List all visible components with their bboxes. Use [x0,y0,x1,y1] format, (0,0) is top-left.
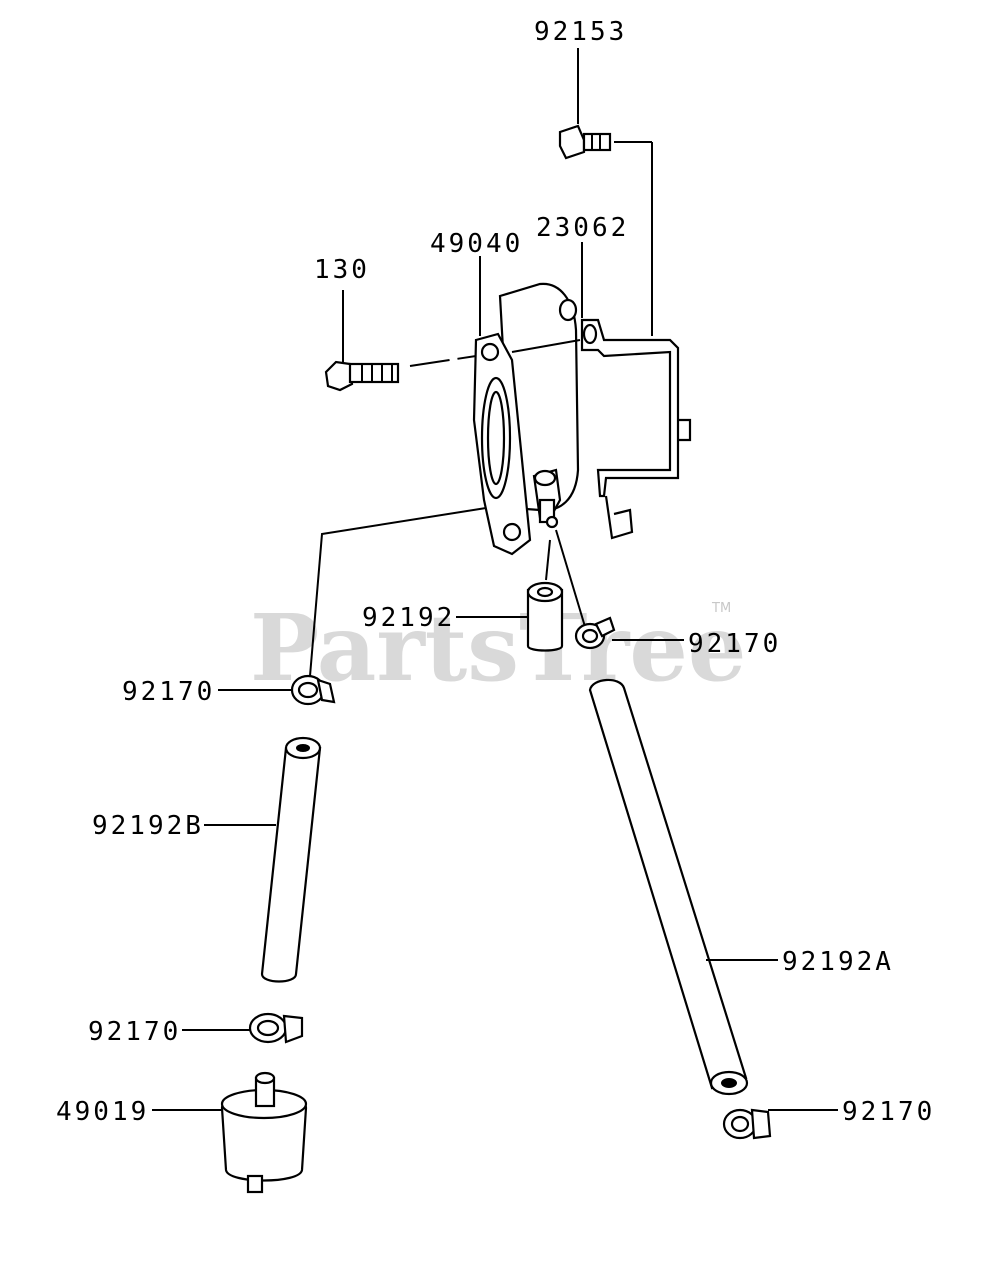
watermark-tm: TM [711,601,731,616]
part-92170-clamp-left[interactable] [290,674,336,706]
part-92170-clamp-right[interactable] [722,1108,772,1140]
part-130-bolt[interactable] [324,360,400,392]
part-92170-clamp-mid[interactable] [574,616,616,650]
label-49040: 49040 [430,229,523,259]
part-49019-fuel-filter[interactable] [220,1071,308,1194]
label-92192B: 92192B [92,811,204,841]
part-92192B-hose[interactable] [260,736,322,983]
part-92192-short-hose[interactable] [526,581,564,652]
label-92170-right: 92170 [842,1097,935,1127]
label-92170-left: 92170 [122,677,215,707]
assembly-line-right [555,529,587,631]
label-92153: 92153 [534,17,627,47]
part-92153-bolt[interactable] [558,124,612,160]
part-23062-bracket[interactable] [580,318,692,540]
label-92192A: 92192A [782,947,894,977]
label-92192: 92192 [362,603,455,633]
part-92170-clamp-lower[interactable] [248,1012,304,1044]
label-92170-lower: 92170 [88,1017,181,1047]
assembly-line-short-hose [545,539,551,581]
assembly-line-130 [409,355,477,367]
assembly-line-left [309,507,487,677]
label-130: 130 [314,255,370,285]
watermark: PartsTree [250,594,746,702]
assembly-line-bracket [511,339,581,353]
label-23062: 23062 [536,213,629,243]
label-49019: 49019 [56,1097,149,1127]
label-92170-mid: 92170 [688,629,781,659]
part-49040-fuel-pump[interactable] [472,282,580,556]
part-92192A-hose[interactable] [588,678,749,1096]
